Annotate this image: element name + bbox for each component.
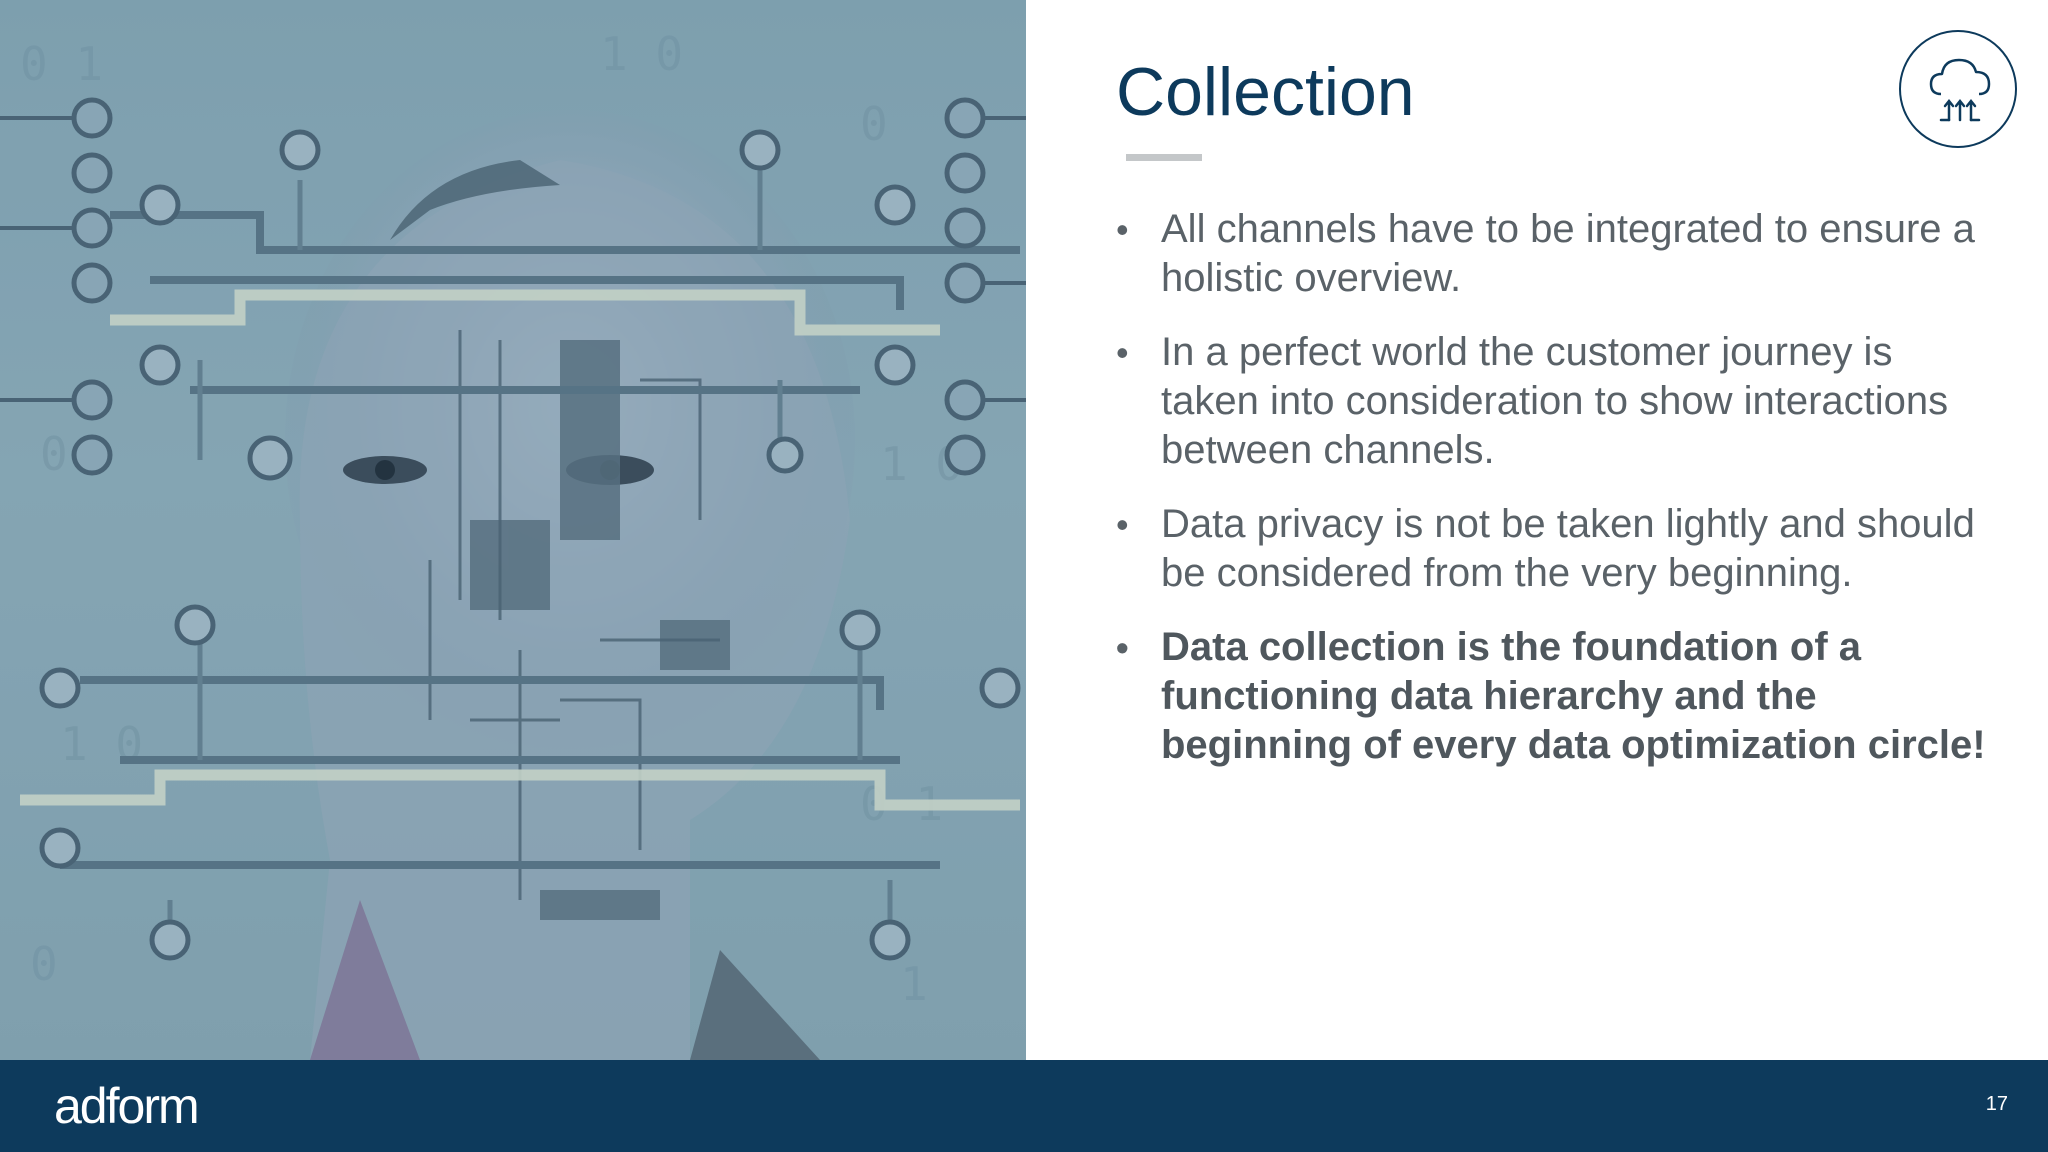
- slide-title: Collection: [1116, 54, 1415, 130]
- svg-text:0: 0: [40, 427, 68, 481]
- adform-logo: adform: [54, 1078, 200, 1134]
- bullet-dot: •: [1116, 209, 1129, 250]
- bullet-list: • All channels have to be integrated to …: [1116, 205, 1996, 795]
- svg-text:0 1: 0 1: [20, 37, 103, 91]
- cloud-upload-icon: [1899, 30, 2017, 148]
- title-underline: [1126, 154, 1202, 161]
- bullet-dot: •: [1116, 332, 1129, 373]
- bullet-text: In a perfect world the customer journey …: [1161, 330, 1949, 472]
- svg-text:0: 0: [860, 97, 888, 151]
- content-panel: Collection • All channels have to be int…: [1026, 0, 2048, 1060]
- bullet-item: • In a perfect world the customer journe…: [1116, 328, 1996, 475]
- bullet-dot: •: [1116, 627, 1129, 668]
- svg-text:1 0: 1 0: [600, 27, 683, 81]
- bullet-text: Data collection is the foundation of a f…: [1161, 625, 1986, 767]
- bullet-item: • Data privacy is not be taken lightly a…: [1116, 500, 1996, 598]
- bullet-item: • All channels have to be integrated to …: [1116, 205, 1996, 303]
- svg-text:0: 0: [30, 937, 58, 991]
- page-number: 17: [1985, 1093, 2008, 1115]
- bullet-dot: •: [1116, 504, 1129, 545]
- bullet-text: Data privacy is not be taken lightly and…: [1161, 502, 1975, 595]
- bullet-item-emphasis: • Data collection is the foundation of a…: [1116, 623, 1996, 770]
- bullet-text: All channels have to be integrated to en…: [1161, 207, 1975, 300]
- footer-bar: adform 17: [0, 1060, 2048, 1152]
- svg-text:1: 1: [900, 957, 928, 1011]
